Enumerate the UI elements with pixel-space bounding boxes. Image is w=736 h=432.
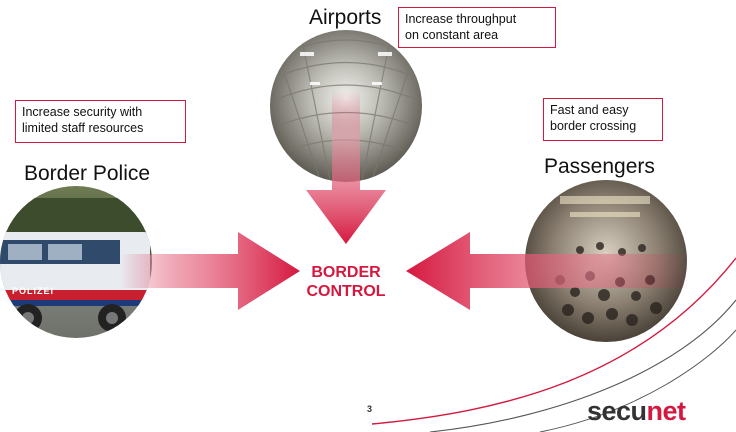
logo-part-secu: secu (587, 396, 647, 426)
border-police-note-line-2: limited staff resources (22, 121, 144, 135)
border-control-line-2: CONTROL (306, 283, 386, 300)
airports-note: Increase throughput on constant area (398, 7, 556, 48)
airports-note-line-2: on constant area (405, 28, 499, 42)
border-control-line-1: BORDER (311, 264, 381, 281)
passengers-note-line-2: border crossing (550, 119, 637, 133)
passengers-title: Passengers (544, 155, 655, 178)
airports-title: Airports (309, 6, 382, 29)
border-police-title: Border Police (24, 162, 151, 185)
passengers-note: Fast and easy border crossing (543, 98, 663, 141)
arrow-from-passengers (406, 232, 690, 310)
van-lettering: POLIZEI (12, 286, 55, 296)
arrow-from-border-police (120, 232, 300, 310)
logo-part-net: net (646, 396, 687, 426)
decorative-swoosh (371, 257, 736, 432)
page-number: 3 (367, 404, 373, 414)
secunet-logo: secunet (587, 396, 686, 427)
border-police-note-line-1: Increase security with (22, 105, 143, 119)
airports-note-line-1: Increase throughput (405, 12, 517, 26)
border-control-label: BORDER CONTROL (296, 263, 396, 301)
border-police-note: Increase security with limited staff res… (15, 100, 186, 143)
arrow-from-airports (306, 90, 386, 244)
passengers-note-line-1: Fast and easy (550, 103, 629, 117)
